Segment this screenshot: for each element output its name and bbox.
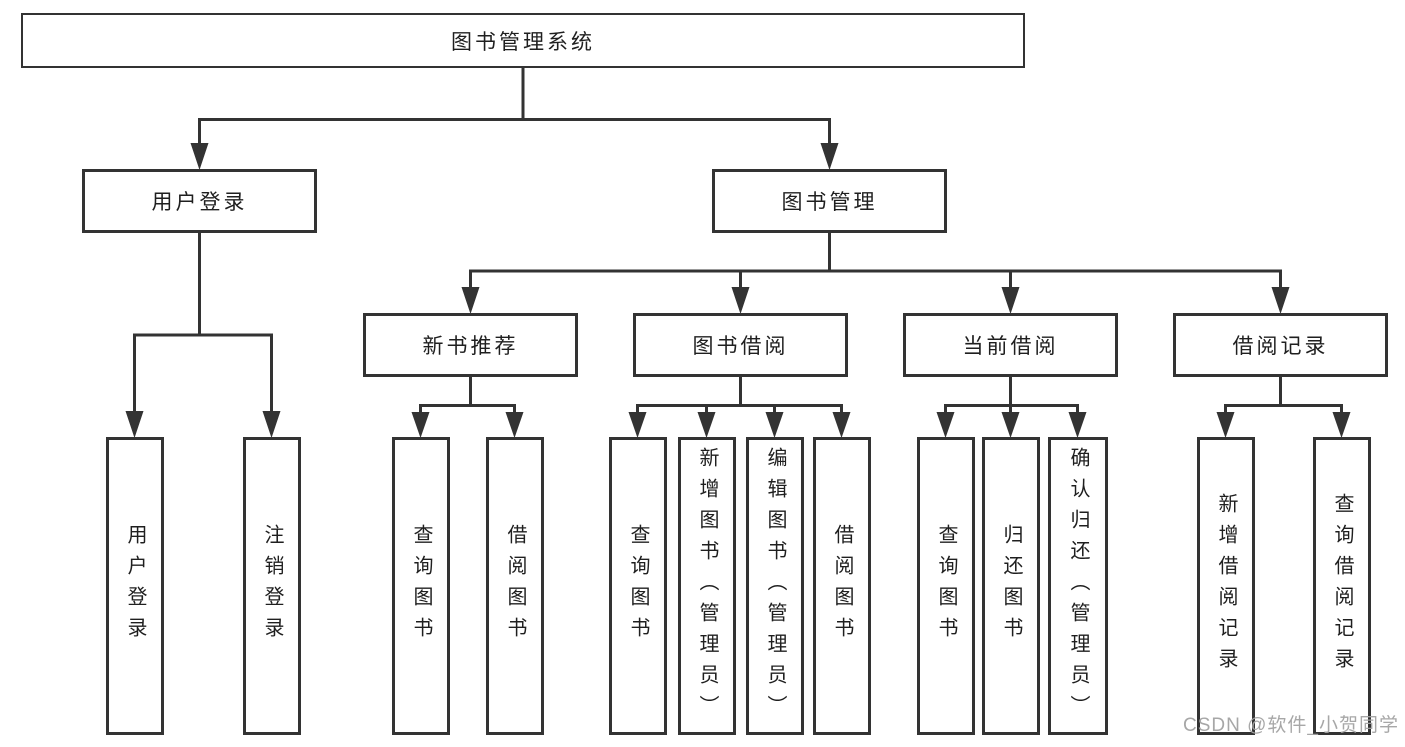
node-label: 注销登录 bbox=[261, 524, 283, 648]
node-label: 新书推荐 bbox=[422, 335, 519, 358]
node-label: 借阅图书 bbox=[831, 524, 853, 648]
node-label: 查询图书 bbox=[935, 524, 957, 648]
connector-borrowing-to-leaves bbox=[628, 376, 851, 438]
node-label: 借阅记录 bbox=[1232, 335, 1329, 358]
node-label: 新增图书（管理员） bbox=[696, 446, 718, 726]
connector-bookmgmt-to-level3 bbox=[461, 233, 1290, 314]
node-label: 用户登录 bbox=[124, 524, 146, 648]
node-label: 用户登录 bbox=[151, 191, 248, 214]
node-label: 查询图书 bbox=[627, 524, 649, 648]
node-borrowing-records: 借阅记录 bbox=[1173, 313, 1388, 377]
node-label: 查询图书 bbox=[410, 524, 432, 648]
leaf-query-borrow-record: 查询借阅记录 bbox=[1313, 437, 1371, 735]
leaf-query-books-3: 查询图书 bbox=[917, 437, 975, 735]
csdn-watermark: CSDN @软件_小贺同学 bbox=[1183, 715, 1399, 736]
connector-current-to-leaves bbox=[936, 376, 1087, 438]
node-library-system: 图书管理系统 bbox=[21, 13, 1025, 68]
node-new-book-recommend: 新书推荐 bbox=[363, 313, 578, 377]
leaf-confirm-return-admin: 确认归还（管理员） bbox=[1048, 437, 1108, 735]
node-label: 图书借阅 bbox=[692, 335, 789, 358]
node-label: 图书管理 bbox=[781, 191, 878, 214]
node-label: 图书管理系统 bbox=[451, 30, 595, 54]
connector-newbooks-to-leaves bbox=[411, 376, 524, 438]
node-user-login-group: 用户登录 bbox=[82, 169, 317, 233]
leaf-query-books-1: 查询图书 bbox=[392, 437, 450, 735]
node-label: 确认归还（管理员） bbox=[1067, 446, 1089, 726]
leaf-add-book-admin: 新增图书（管理员） bbox=[678, 437, 736, 735]
node-label: 查询借阅记录 bbox=[1331, 493, 1353, 679]
node-current-borrowing: 当前借阅 bbox=[903, 313, 1118, 377]
node-label: 归还图书 bbox=[1000, 524, 1022, 648]
leaf-borrow-books-1: 借阅图书 bbox=[486, 437, 544, 735]
node-label: 当前借阅 bbox=[962, 335, 1059, 358]
leaf-query-books-2: 查询图书 bbox=[609, 437, 667, 735]
node-label: 编辑图书（管理员） bbox=[764, 446, 786, 726]
connector-root-to-level2 bbox=[190, 68, 839, 170]
leaf-user-login: 用户登录 bbox=[106, 437, 164, 735]
connector-records-to-leaves bbox=[1216, 376, 1351, 438]
node-book-borrowing: 图书借阅 bbox=[633, 313, 848, 377]
leaf-return-book: 归还图书 bbox=[982, 437, 1040, 735]
leaf-borrow-books-2: 借阅图书 bbox=[813, 437, 871, 735]
node-book-management: 图书管理 bbox=[712, 169, 947, 233]
leaf-add-borrow-record: 新增借阅记录 bbox=[1197, 437, 1255, 735]
node-label: 借阅图书 bbox=[504, 524, 526, 648]
node-label: 新增借阅记录 bbox=[1215, 493, 1237, 679]
leaf-edit-book-admin: 编辑图书（管理员） bbox=[746, 437, 804, 735]
leaf-logout: 注销登录 bbox=[243, 437, 301, 735]
connector-userlogin-to-leaves bbox=[125, 233, 281, 438]
